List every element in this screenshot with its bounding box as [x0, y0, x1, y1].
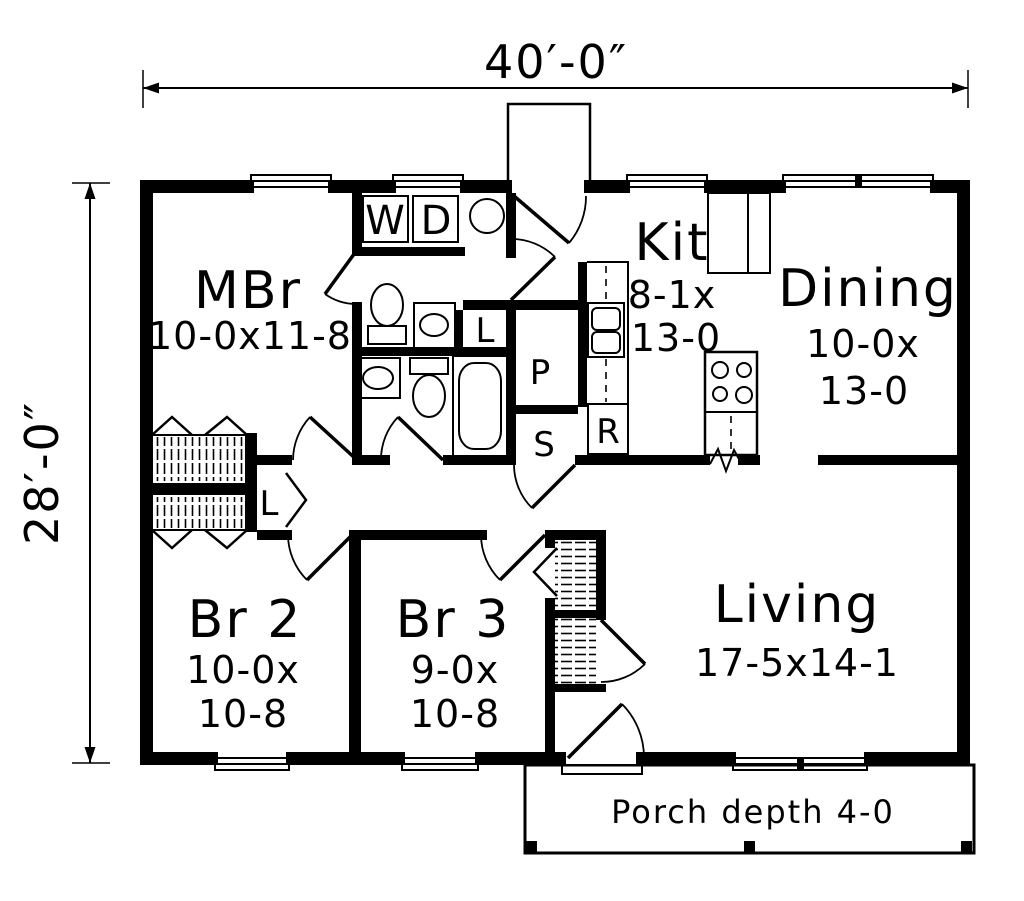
room-label-br3: Br 3	[396, 590, 511, 650]
hall-bath-sink-icon	[355, 357, 401, 399]
window-kitchen	[626, 174, 708, 193]
room-label-dining: Dining	[778, 259, 958, 319]
kitchen-fixtures	[587, 192, 771, 457]
window-mbr-1	[250, 174, 332, 193]
kitchen-sink-icon	[587, 302, 625, 358]
back-door	[512, 180, 587, 245]
rear-stoop	[506, 102, 592, 184]
master-bath-sink-icon	[413, 302, 456, 349]
hall-bath-door	[380, 415, 445, 462]
mbr-closet-shelves	[155, 437, 247, 481]
refrigerator-label: R	[596, 412, 620, 452]
laundry-door	[323, 248, 359, 305]
porch-post	[744, 841, 755, 852]
room-label-mbr: MBr	[194, 261, 302, 321]
br2-closet-bifold-icon	[151, 529, 248, 550]
hall-bath-toilet-icon	[409, 357, 449, 418]
room-size-br2-d: 10-8	[198, 692, 288, 736]
mbr-closet-bifold-icon	[151, 415, 248, 436]
arrow-down-icon	[84, 747, 96, 763]
room-label-living: Living	[714, 575, 881, 635]
bathtub-icon	[452, 355, 508, 457]
room-size-kitchen-w: 8-1x	[628, 273, 717, 317]
master-bath-toilet-icon	[367, 283, 407, 345]
dryer-box	[412, 195, 459, 243]
wall-break-symbol	[709, 446, 741, 474]
room-size-living: 17-5x14-1	[695, 641, 899, 685]
storage-closet-door	[513, 463, 577, 510]
coat-closet-shelves	[555, 618, 596, 684]
room-size-br2-w: 10-0x	[186, 648, 300, 692]
labels: 40′-0″ 28′-0″ MBr 10-0x11-8 Kit 8-1x 13-…	[15, 35, 958, 831]
br3-closet-shelves	[555, 540, 596, 610]
arrow-up-icon	[84, 183, 96, 199]
window-br3	[401, 752, 479, 771]
mbr-door	[292, 415, 359, 462]
bathroom-fixtures	[355, 283, 508, 457]
vestibule-door	[509, 238, 557, 302]
doors-interior	[284, 238, 647, 683]
arrow-right-icon	[952, 82, 968, 94]
washer-box	[362, 195, 409, 243]
dryer-label: D	[421, 198, 452, 244]
pantry-label: P	[530, 353, 551, 393]
windows	[214, 174, 934, 771]
front-door-step	[561, 764, 643, 775]
room-label-br2: Br 2	[188, 590, 303, 650]
room-size-dining-w: 10-0x	[806, 322, 920, 366]
room-size-mbr: 10-0x11-8	[148, 314, 352, 358]
laundry-sink-icon	[469, 198, 505, 234]
closets	[151, 415, 596, 684]
coat-closet-door	[599, 618, 647, 683]
room-size-kitchen-d: 13-0	[631, 316, 721, 360]
linen-bath-label: L	[476, 311, 495, 351]
window-br2	[214, 752, 290, 771]
window-dining-double	[782, 174, 934, 193]
dimension-lines	[72, 70, 969, 764]
linen-hall-label: L	[260, 484, 279, 524]
room-size-br3-d: 10-8	[410, 692, 500, 736]
doors-exterior	[512, 180, 645, 775]
porch-post	[961, 841, 972, 852]
window-living-double	[732, 752, 868, 771]
interior-walls	[140, 193, 957, 752]
room-label-kitchen: Kit	[635, 213, 710, 273]
window-mbr-2	[392, 174, 464, 193]
arrow-left-icon	[143, 82, 159, 94]
porch-post	[526, 841, 537, 852]
kitchen-counter	[587, 261, 629, 404]
overall-width-label: 40′-0″	[484, 35, 628, 89]
porch-note-label: Porch depth 4-0	[611, 793, 895, 831]
overall-depth-label: 28′-0″	[15, 401, 69, 545]
range-icon	[703, 350, 759, 457]
br2-closet-shelves	[155, 497, 247, 528]
room-size-br3-w: 9-0x	[411, 648, 500, 692]
washer-label: W	[365, 198, 405, 244]
storage-label: S	[533, 425, 555, 465]
room-size-dining-d: 13-0	[819, 369, 909, 413]
laundry-fixtures	[362, 195, 505, 243]
front-door	[561, 702, 645, 775]
refrigerator-box	[587, 403, 629, 455]
br3-door	[480, 533, 547, 582]
linen-closet-pivot-door	[284, 472, 308, 528]
br2-door	[287, 533, 354, 582]
br3-closet-pivot-door	[532, 547, 558, 597]
kitchen-tall-cabinet	[707, 192, 771, 274]
